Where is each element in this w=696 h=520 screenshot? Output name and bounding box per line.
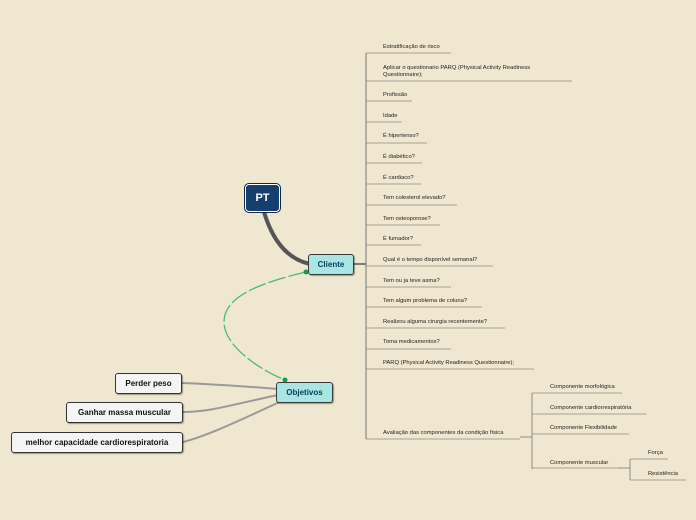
cliente-subtopic-5[interactable]: É diabético? xyxy=(383,154,415,160)
relationship-end-dot xyxy=(282,377,288,383)
relationship-start-dot xyxy=(303,269,309,275)
cliente-subtopic-2[interactable]: Profissão xyxy=(383,92,408,98)
goal-ganhar-massa-muscular[interactable]: Ganhar massa muscular xyxy=(66,402,183,423)
root-to-cliente-link xyxy=(262,210,312,266)
root-topic-pt[interactable]: PT xyxy=(245,184,280,212)
cliente-subtopic-8[interactable]: Tem osteoporose? xyxy=(383,216,431,222)
avaliacao-subtopic-1[interactable]: Componente cardiorrespiratória xyxy=(550,405,632,411)
link-perder-peso xyxy=(181,382,279,390)
cliente-subtopic-1[interactable]: Aplicar o questionario PARQ (Physical Ac… xyxy=(383,65,531,78)
avaliacao-branches xyxy=(532,392,646,469)
cliente-branches xyxy=(366,52,572,440)
avaliacao-subtopic-0[interactable]: Componente morfológica xyxy=(550,384,615,390)
topic-cliente[interactable]: Cliente xyxy=(308,254,354,275)
cliente-subtopic-11[interactable]: Tem ou ja teve asma? xyxy=(383,278,440,284)
cliente-subtopic-0[interactable]: Estratificação de risco xyxy=(383,44,440,50)
subtopic-resistencia[interactable]: Resistência xyxy=(648,471,678,477)
cliente-subtopic-14[interactable]: Toma medicamentos? xyxy=(383,339,440,345)
cliente-subtopic-7[interactable]: Tem colesterol elevado? xyxy=(383,195,446,201)
cliente-subtopic-12[interactable]: Tem algum problema de coluna? xyxy=(383,298,468,304)
cliente-subtopic-16[interactable]: Avaliação das componentes da condição fí… xyxy=(383,430,504,436)
cliente-subtopic-10[interactable]: Qual é o tempo disponível semanal? xyxy=(383,257,478,263)
cliente-subtopic-6[interactable]: É cardiaco? xyxy=(383,175,414,181)
avaliacao-subtopic-3[interactable]: Componente muscular xyxy=(550,460,609,466)
relationship-link xyxy=(223,271,307,381)
link-ganhar-massa xyxy=(182,394,279,413)
avaliacao-subtopic-2[interactable]: Componente Flexibilidade xyxy=(550,425,618,431)
cliente-subtopic-13[interactable]: Realizou alguma cirurgia recentemente? xyxy=(383,319,488,325)
topic-objetivos[interactable]: Objetivos xyxy=(276,382,333,403)
goal-capacidade-cardiorespiratoria[interactable]: melhor capacidade cardiorespiratoria xyxy=(11,432,183,453)
subtopic-forca[interactable]: Força xyxy=(648,450,663,456)
cliente-subtopic-3[interactable]: Idade xyxy=(383,113,398,119)
link-capacidade xyxy=(182,399,285,443)
cliente-subtopic-9[interactable]: É fumador? xyxy=(383,236,413,242)
goal-perder-peso[interactable]: Perder peso xyxy=(115,373,182,394)
cliente-subtopic-4[interactable]: É hipertenso? xyxy=(383,133,419,139)
cliente-subtopic-15[interactable]: PARQ (Physical Activity Readiness Questi… xyxy=(383,360,515,366)
